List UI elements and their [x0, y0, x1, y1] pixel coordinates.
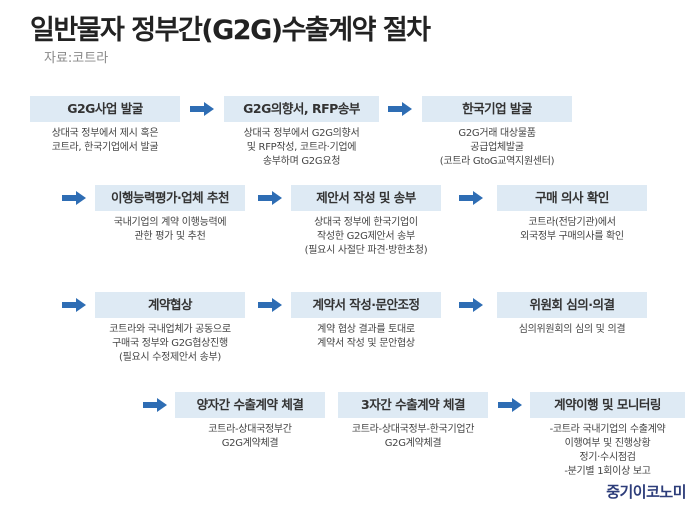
- arrow-right-icon: [459, 298, 483, 312]
- step-purchase-intent: 구매 의사 확인 코트라(전담기관)에서 외국정부 구매의사를 확인: [497, 185, 647, 244]
- arrow-right-icon: [459, 191, 483, 205]
- step-label: 양자간 수출계약 체결: [175, 392, 325, 418]
- step-committee-review: 위원회 심의·의결 심의위원회의 심의 및 의결: [497, 292, 647, 337]
- step-description: 코트라와 국내업체가 공동으로 구매국 정부와 G2G협상진행 (필요시 수정제…: [109, 324, 231, 363]
- step-proposal-submission: 제안서 작성 및 송부 상대국 정부에 한국기업이 작성한 G2G제안서 송부 …: [291, 185, 441, 258]
- arrow-right-icon: [62, 191, 86, 205]
- step-bilateral-contract: 양자간 수출계약 체결 코트라-상대국정부간 G2G계약체결: [175, 392, 325, 451]
- step-contract-negotiation: 계약협상 코트라와 국내업체가 공동으로 구매국 정부와 G2G협상진행 (필요…: [95, 292, 245, 365]
- step-label: 이행능력평가·업체 추천: [95, 185, 245, 211]
- step-monitoring: 계약이행 및 모니터링 -코트라 국내기업의 수출계약 이행여부 및 진행상황 …: [530, 392, 685, 479]
- step-description: G2G거래 대상물품 공급업체발굴 (코트라 GtoG교역지원센터): [439, 128, 555, 167]
- step-label: 제안서 작성 및 송부: [291, 185, 441, 211]
- step-capability-evaluation: 이행능력평가·업체 추천 국내기업의 계약 이행능력에 관한 평가 및 추천: [95, 185, 245, 244]
- arrow-right-icon: [258, 191, 282, 205]
- step-description: 심의위원회의 심의 및 의결: [518, 324, 626, 335]
- step-description: 코트라-상대국정부간 G2G계약체결: [208, 424, 292, 449]
- step-description: 상대국 정부에서 제시 혹은 코트라, 한국기업에서 발굴: [51, 128, 159, 153]
- arrow-right-icon: [388, 102, 412, 116]
- step-label: 계약협상: [95, 292, 245, 318]
- step-label: 위원회 심의·의결: [497, 292, 647, 318]
- step-description: 계약 협상 결과를 토대로 계약서 작성 및 문안협상: [317, 324, 415, 349]
- step-description: 국내기업의 계약 이행능력에 관한 평가 및 추천: [113, 217, 227, 242]
- arrow-right-icon: [190, 102, 214, 116]
- arrow-right-icon: [498, 398, 522, 412]
- step-letter-of-intent: G2G의향서, RFP송부 상대국 정부에서 G2G의향서 및 RFP작성, 코…: [224, 96, 379, 169]
- step-description: 코트라-상대국정부-한국기업간 G2G계약체결: [351, 424, 475, 449]
- arrow-right-icon: [143, 398, 167, 412]
- step-contract-drafting: 계약서 작성·문안조정 계약 협상 결과를 토대로 계약서 작성 및 문안협상: [291, 292, 441, 351]
- step-label: 3자간 수출계약 체결: [338, 392, 488, 418]
- step-korean-company-discovery: 한국기업 발굴 G2G거래 대상물품 공급업체발굴 (코트라 GtoG교역지원센…: [422, 96, 572, 169]
- step-description: 코트라(전담기관)에서 외국정부 구매의사를 확인: [520, 217, 624, 242]
- step-label: G2G의향서, RFP송부: [224, 96, 379, 122]
- step-trilateral-contract: 3자간 수출계약 체결 코트라-상대국정부-한국기업간 G2G계약체결: [338, 392, 488, 451]
- step-label: 구매 의사 확인: [497, 185, 647, 211]
- arrow-right-icon: [62, 298, 86, 312]
- source-label: 자료:코트라: [44, 51, 109, 66]
- step-description: 상대국 정부에 한국기업이 작성한 G2G제안서 송부 (필요시 사절단 파견·…: [304, 217, 428, 256]
- step-description: 상대국 정부에서 G2G의향서 및 RFP작성, 코트라·기업에 송부하며 G2…: [243, 128, 360, 167]
- page-title: 일반물자 정부간(G2G)수출계약 절차: [30, 15, 431, 46]
- arrow-right-icon: [258, 298, 282, 312]
- step-label: 계약서 작성·문안조정: [291, 292, 441, 318]
- step-label: 계약이행 및 모니터링: [530, 392, 685, 418]
- step-business-discovery: G2G사업 발굴 상대국 정부에서 제시 혹은 코트라, 한국기업에서 발굴: [30, 96, 180, 155]
- brand-logo: 중기이코노미: [606, 483, 686, 501]
- step-description: -코트라 국내기업의 수출계약 이행여부 및 진행상황 정기·수시점검 -분기별…: [549, 424, 666, 477]
- step-label: 한국기업 발굴: [422, 96, 572, 122]
- step-label: G2G사업 발굴: [30, 96, 180, 122]
